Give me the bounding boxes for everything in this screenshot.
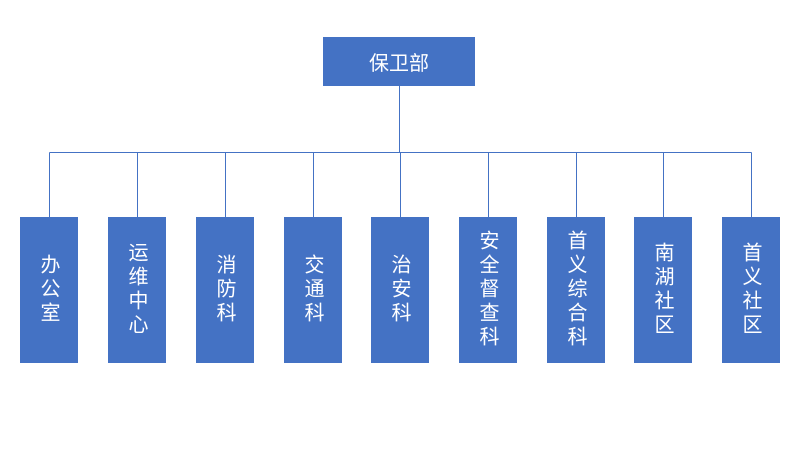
org-child-label: 南湖社区	[651, 242, 675, 338]
org-child-box: 消防科	[196, 217, 254, 363]
org-child-box: 南湖社区	[634, 217, 692, 363]
org-child-label: 首义社区	[739, 242, 763, 338]
org-child-label: 办公室	[37, 254, 61, 326]
org-child-label: 消防科	[213, 254, 237, 326]
org-child-label: 交通科	[301, 254, 325, 326]
org-child-box: 办公室	[20, 217, 78, 363]
org-child-box: 首义社区	[722, 217, 780, 363]
org-child-box: 安全督查科	[459, 217, 517, 363]
org-child-box: 交通科	[284, 217, 342, 363]
org-child-box: 首义综合科	[547, 217, 605, 363]
org-root-box-security-department: 保卫部	[323, 37, 475, 86]
org-child-label: 首义综合科	[564, 230, 588, 350]
org-child-label: 运维中心	[125, 242, 149, 338]
org-child-box: 治安科	[371, 217, 429, 363]
org-child-box: 运维中心	[108, 217, 166, 363]
org-child-label: 治安科	[388, 254, 412, 326]
org-child-label: 安全督查科	[476, 230, 500, 350]
org-root-label: 保卫部	[369, 51, 429, 75]
